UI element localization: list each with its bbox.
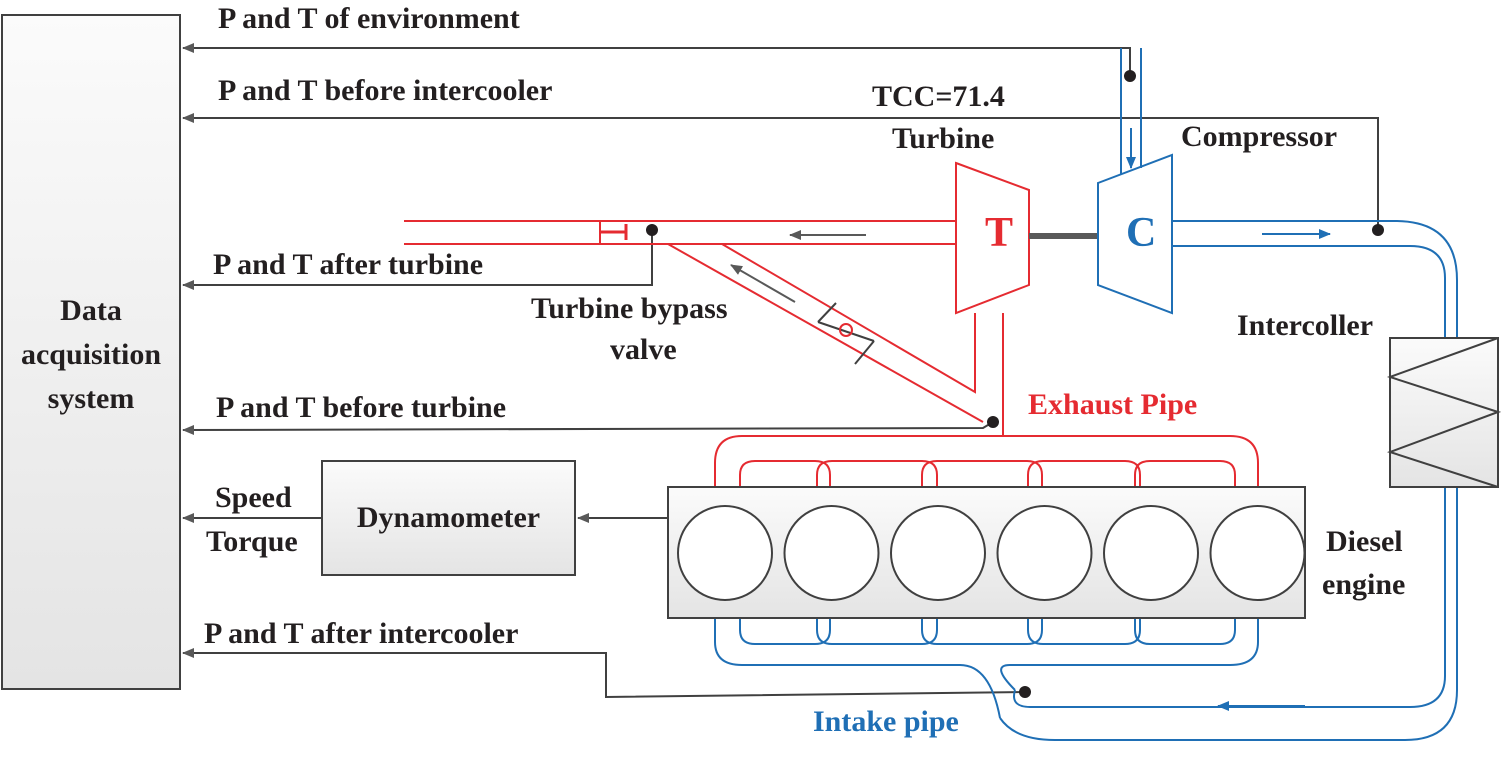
point-after-intercooler	[1019, 686, 1031, 698]
exhaust-end-cap	[600, 224, 628, 240]
measurement-points	[646, 70, 1384, 698]
exhaust-flow-arrows	[730, 230, 866, 303]
intercooler	[1386, 337, 1501, 488]
label-torque: Torque	[206, 525, 298, 558]
label-p-t-before-intercooler: P and T before intercooler	[218, 74, 553, 107]
signal-before-intercooler	[182, 113, 1379, 230]
point-before-intercooler	[1372, 224, 1384, 236]
label-turbine: Turbine	[892, 122, 995, 155]
data-acquisition-box	[1, 14, 181, 690]
signal-environment	[182, 43, 1131, 76]
label-diesel-line2: engine	[1322, 568, 1406, 601]
cylinder	[996, 505, 1093, 601]
label-compressor: Compressor	[1181, 120, 1338, 153]
cylinder	[783, 505, 880, 601]
label-bypass-valve-line1: Turbine bypass	[531, 292, 728, 325]
label-p-t-before-turbine: P and T before turbine	[216, 391, 507, 424]
signal-after-intercooler	[182, 648, 1026, 699]
signal-after-turbine	[182, 230, 653, 290]
point-after-turbine	[646, 224, 658, 236]
label-tcc: TCC=71.4	[872, 80, 1005, 113]
label-intercooler: Intercoller	[1237, 309, 1374, 342]
cylinder	[1209, 505, 1306, 601]
compressor-symbol: C	[1126, 210, 1157, 256]
label-p-t-environment: P and T of environment	[218, 2, 520, 35]
intake-flow-arrows	[1217, 229, 1331, 711]
turbine-bypass-valve	[817, 302, 875, 365]
cylinder	[677, 505, 773, 601]
label-p-t-after-intercooler: P and T after intercooler	[204, 617, 519, 650]
dynamometer-label: Dynamometer	[356, 501, 541, 534]
label-p-t-after-turbine: P and T after turbine	[213, 248, 484, 281]
data-acquisition-line1: Data	[60, 294, 122, 327]
label-exhaust-pipe: Exhaust Pipe	[1028, 388, 1198, 421]
compressor-inlet	[1120, 48, 1142, 175]
point-environment	[1124, 70, 1136, 82]
data-acquisition-line2: acquisition	[20, 338, 162, 371]
cylinder	[890, 505, 986, 601]
exhaust-piping	[404, 220, 1259, 487]
dynamometer-box	[321, 460, 576, 576]
engine-cylinders	[677, 505, 1306, 601]
turbine-body	[955, 161, 1030, 315]
label-bypass-valve-line2: valve	[610, 333, 677, 366]
cylinder	[1103, 505, 1199, 601]
label-diesel-line1: Diesel	[1326, 525, 1403, 558]
compressor-body	[1097, 153, 1173, 315]
data-acquisition-line3: system	[47, 382, 135, 415]
point-before-turbine	[987, 416, 999, 428]
turbine-symbol: T	[985, 210, 1014, 256]
signal-lines	[182, 43, 1379, 699]
label-intake-pipe: Intake pipe	[813, 705, 959, 738]
label-speed: Speed	[215, 481, 292, 514]
intake-piping	[714, 220, 1458, 741]
